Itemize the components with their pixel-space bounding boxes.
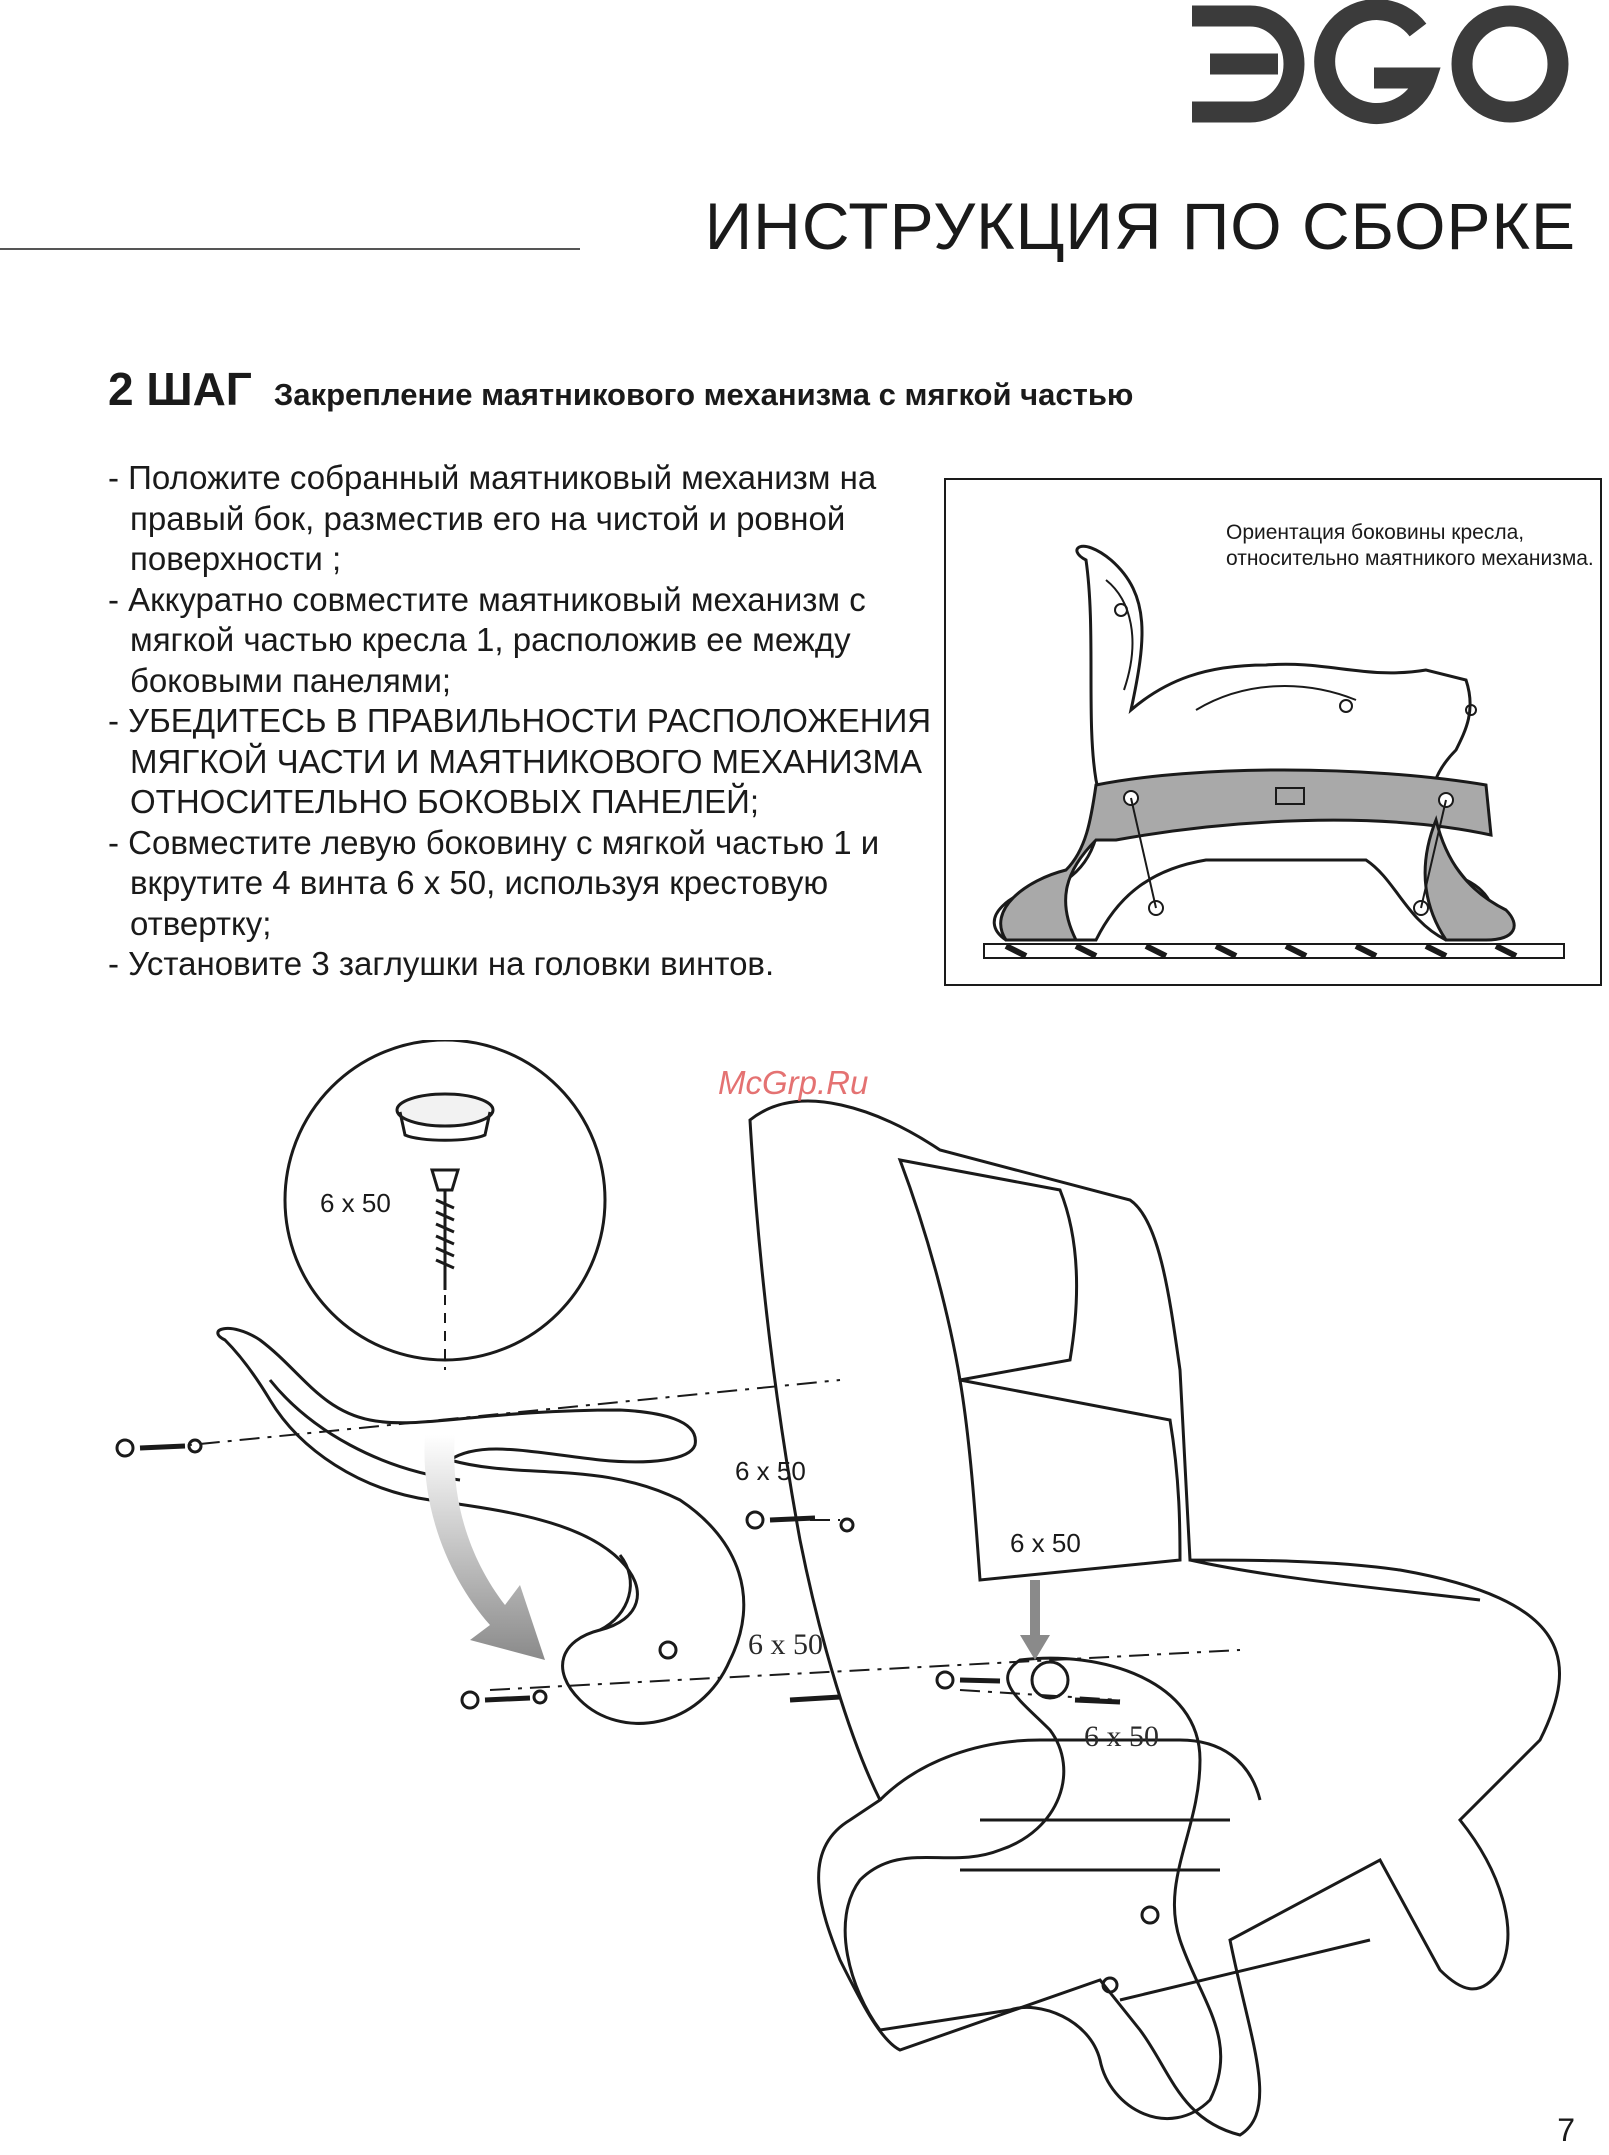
page-title: ИНСТРУКЦИЯ ПО СБОРКЕ xyxy=(704,189,1576,263)
instruction-item: - Совместите левую боковину с мягкой час… xyxy=(108,823,880,942)
step-subtitle: Закрепление маятникового механизма с мяг… xyxy=(273,377,1134,412)
screw-size-label-middle: 6 x 50 xyxy=(1010,1528,1081,1558)
orientation-illustration xyxy=(983,544,1565,959)
instruction-item: - Аккуратно совместите маятниковый механ… xyxy=(108,580,866,699)
watermark: McGrp.Ru xyxy=(718,1064,869,1101)
header-rule xyxy=(0,248,580,250)
step-number: 2 ШАГ xyxy=(108,363,252,415)
screw-size-label-left: 6 x 50 xyxy=(748,1628,823,1661)
page-number: 7 xyxy=(1557,2112,1575,2148)
screw-size-label-magnifier: 6 x 50 xyxy=(320,1188,391,1218)
instruction-item: - Положите собранный маятниковый механиз… xyxy=(108,459,877,577)
orientation-inset: Ориентация боковины кресла, относительно… xyxy=(944,478,1602,986)
screw-size-label-lower: 6 x 50 xyxy=(1084,1720,1159,1753)
step-heading: 2 ШАГ Закрепление маятникового механизма … xyxy=(108,362,1133,416)
instruction-item: - Установите 3 заглушки на головки винто… xyxy=(108,945,775,982)
screw-size-label-upper: 6 x 50 xyxy=(735,1456,806,1486)
orientation-caption: Ориентация боковины кресла, относительно… xyxy=(1226,521,1594,570)
instruction-item: - УБЕДИТЕСЬ В ПРАВИЛЬНОСТИ РАСПОЛОЖЕНИЯ … xyxy=(108,702,932,820)
ego-logo xyxy=(1192,0,1569,125)
assembly-illustration xyxy=(115,1040,1561,2137)
instruction-list: - Положите собранный маятниковый механиз… xyxy=(108,458,938,985)
